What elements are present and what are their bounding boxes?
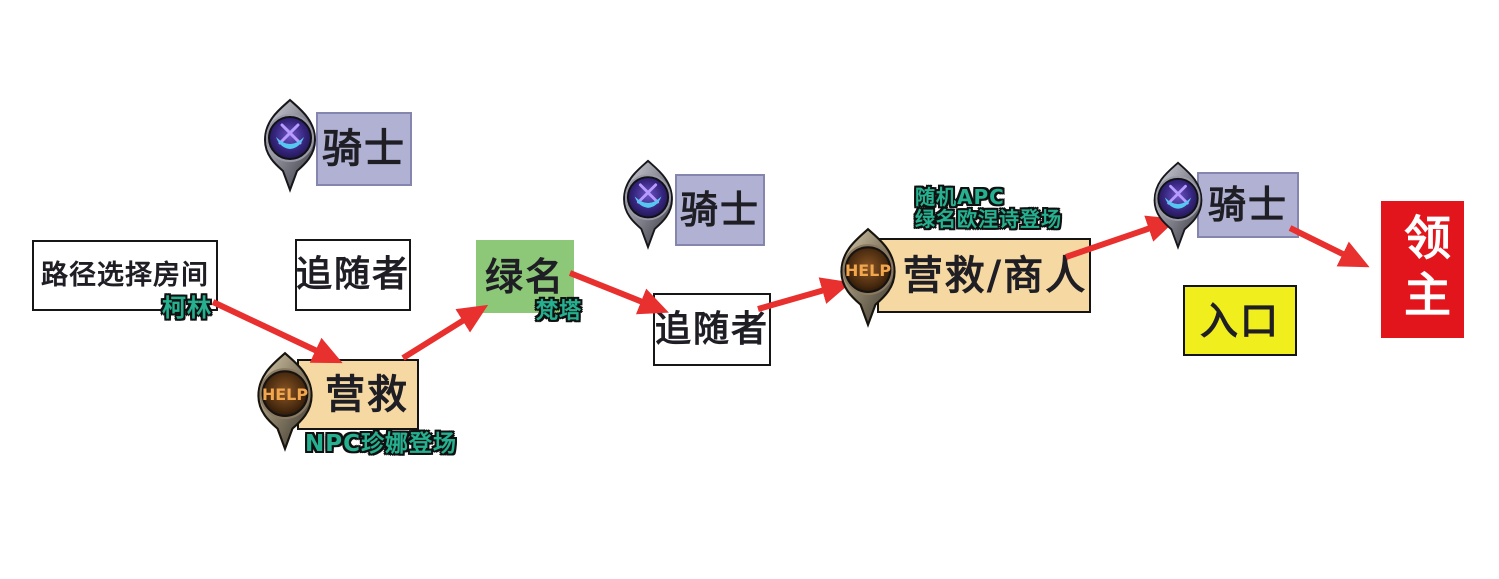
npc-note-jenna: NPC珍娜登场	[305, 431, 457, 457]
rescue-room-label: 营救	[325, 371, 409, 418]
flow-arrow-1	[211, 299, 343, 364]
entrance-room: 入口	[1183, 285, 1297, 356]
green-name-room-label: 绿名	[484, 254, 565, 299]
entrance-room-label: 入口	[1199, 298, 1280, 343]
knight-room-top: 骑士	[316, 112, 412, 186]
lord-boss-room: 领主	[1381, 201, 1464, 338]
rescue-merchant-room-label: 营救/商人	[902, 252, 1088, 299]
follower-room-2: 追随者	[653, 293, 771, 366]
rescue-merchant-room: 营救/商人	[877, 238, 1091, 313]
npc-note-random-apc-line2: 绿名欧涅诗登场	[915, 207, 1062, 231]
rescue-room: 营救 NPC珍娜登场	[297, 359, 456, 457]
lord-boss-room-label: 领主	[1395, 212, 1450, 327]
flow-arrow-5	[1065, 215, 1178, 260]
follower-room-1: 追随者	[295, 239, 411, 311]
knight-room-right: 骑士	[1197, 172, 1299, 238]
path-selection-room: 路径选择房间 柯林	[32, 240, 218, 322]
flow-arrow-2	[401, 304, 489, 361]
npc-note-kolin: 柯林	[162, 294, 212, 322]
flow-arrow-6	[1288, 225, 1370, 268]
green-name-room: 绿名 梵塔	[476, 240, 581, 324]
flow-arrow-3	[568, 270, 669, 315]
follower-room-2-label: 追随者	[655, 308, 770, 350]
flow-arrow-4	[757, 277, 852, 312]
knight-room-mid-label: 骑士	[679, 188, 760, 232]
knight-room-right-label: 骑士	[1207, 183, 1288, 227]
knight-room-top-label: 骑士	[322, 126, 406, 172]
knight-room-mid: 骑士	[675, 174, 765, 246]
npc-note-fanta: 梵塔	[535, 299, 582, 324]
npc-note-random-apc: 随机APC 绿名欧涅诗登场	[915, 186, 1062, 230]
npc-note-random-apc-line1: 随机APC	[915, 185, 1005, 209]
follower-room-1-label: 追随者	[296, 254, 411, 295]
path-selection-room-label: 路径选择房间	[41, 260, 209, 291]
